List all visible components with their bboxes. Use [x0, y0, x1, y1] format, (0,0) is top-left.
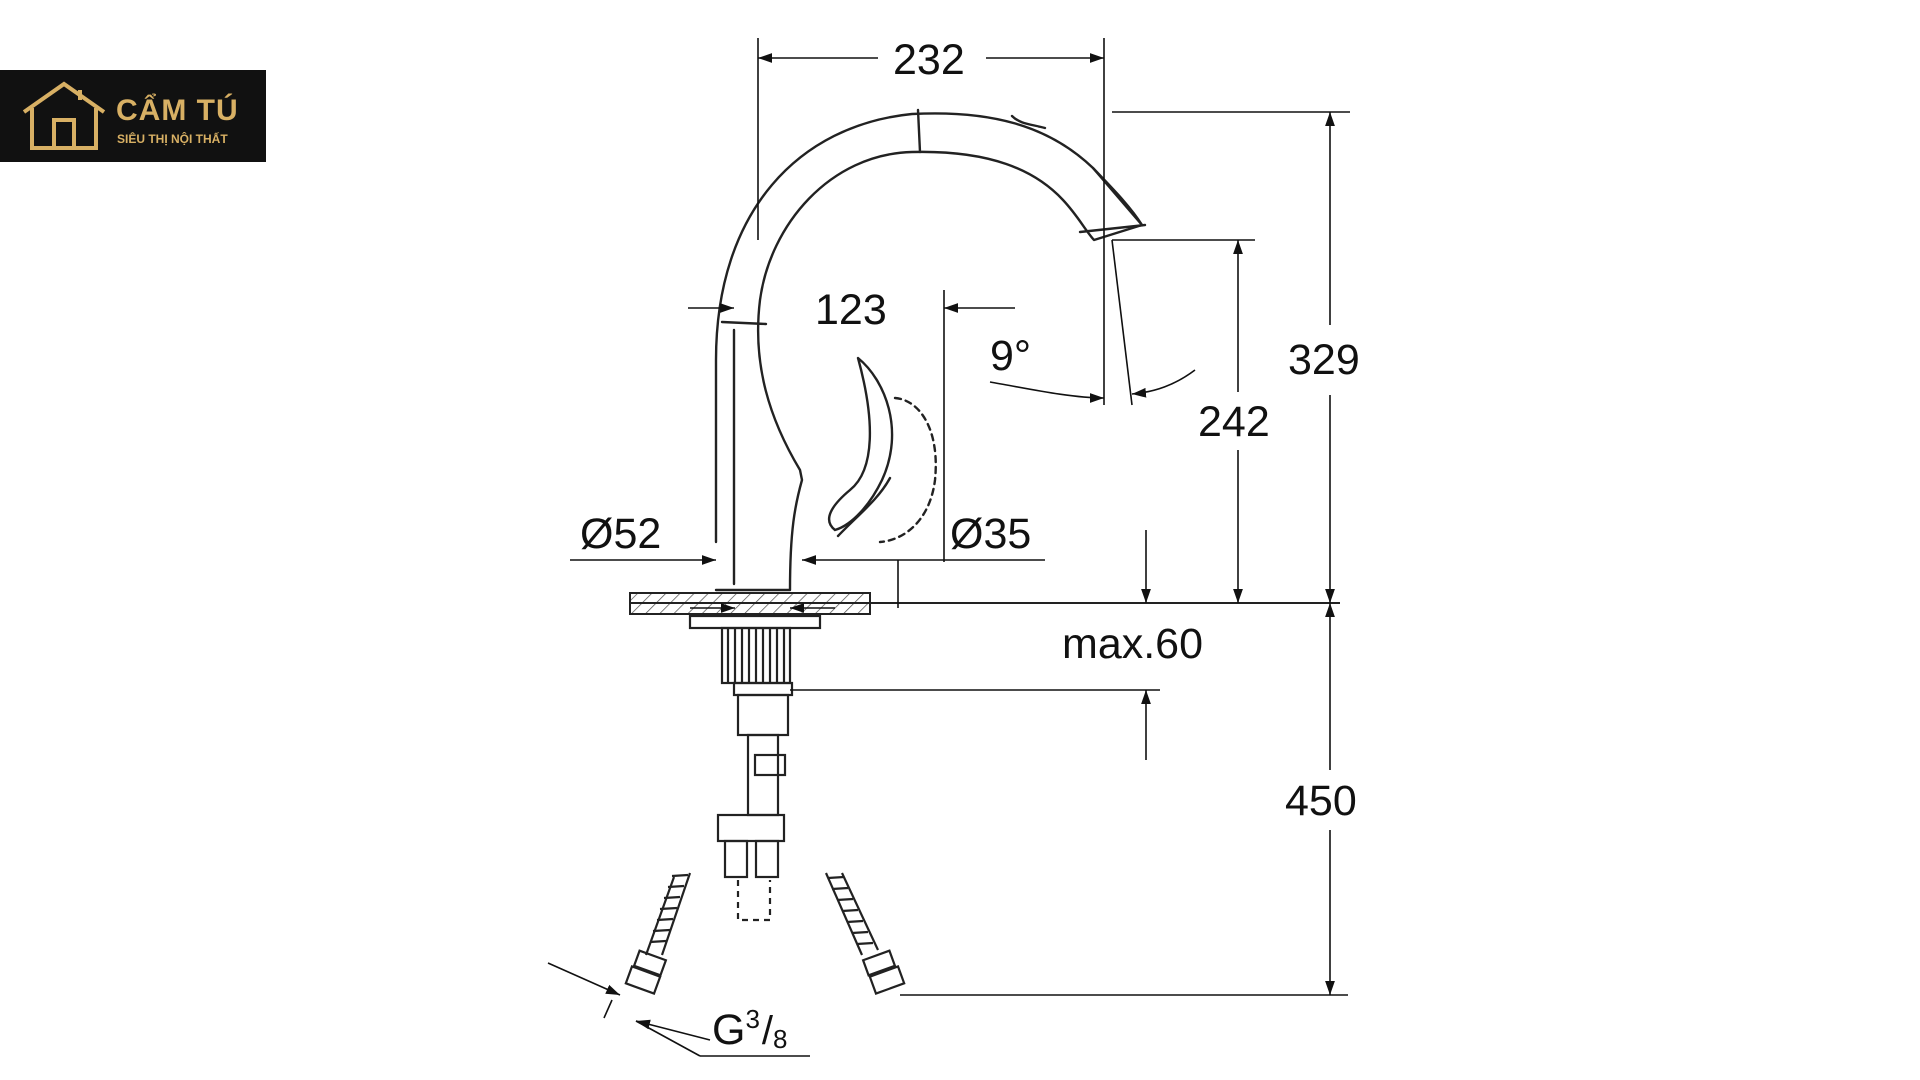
hose-left	[624, 872, 692, 995]
countertop	[629, 592, 1340, 615]
connection-slash: /	[762, 1009, 774, 1053]
store-logo: CẨM TÚ SIÊU THỊ NỘI THẤT	[0, 70, 266, 162]
dim-base-diameter: Ø52	[580, 510, 661, 558]
hose-right	[824, 872, 906, 995]
dim-hose-length: 450	[1285, 777, 1357, 825]
dim-connection-thread: G3/8	[712, 1004, 788, 1054]
connection-numerator: 3	[745, 1004, 759, 1034]
mounting-assembly	[688, 614, 822, 922]
dim-hole-diameter: Ø35	[950, 510, 1031, 558]
faucet-outline	[714, 108, 1147, 592]
connection-denominator: 8	[773, 1024, 787, 1054]
dim-outlet-height: 242	[1198, 398, 1270, 446]
store-name: CẨM TÚ	[116, 94, 239, 127]
dim-inner-offset: 123	[815, 286, 887, 334]
dim-max-thickness: max.60	[1062, 620, 1203, 668]
store-tagline: SIÊU THỊ NỘI THẤT	[117, 132, 228, 146]
dim-spout-reach: 232	[893, 36, 965, 84]
dimension-lines	[547, 38, 1350, 1057]
house-icon	[22, 81, 106, 150]
dim-total-height: 329	[1288, 336, 1360, 384]
connection-g: G	[712, 1006, 745, 1054]
dim-swivel-angle: 9°	[990, 332, 1031, 380]
